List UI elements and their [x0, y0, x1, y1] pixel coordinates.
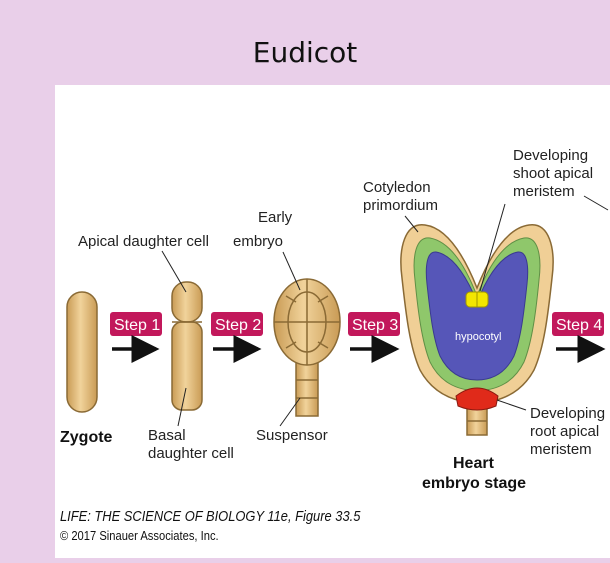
- root-meristem-label-3: meristem: [530, 441, 592, 458]
- heart-stage-label-1: Heart: [453, 455, 495, 472]
- cotyledon-label-2: primordium: [363, 197, 438, 214]
- embryo-development-diagram: Zygote Step 1 Apical daughter cell Basal…: [60, 147, 609, 492]
- suspensor-label: Suspensor: [256, 427, 328, 444]
- apical-daughter-pointer: [161, 250, 187, 293]
- root-meristem-label-1: Developing: [530, 405, 605, 422]
- copyright-notice: © 2017 Sinauer Associates, Inc.: [60, 528, 219, 543]
- step-1-label: Step 1: [114, 317, 160, 334]
- step-4-label: Step 4: [556, 317, 602, 334]
- shoot-meristem-label-1: Developing: [513, 147, 588, 164]
- figure-credit: LIFE: THE SCIENCE OF BIOLOGY 11e, Figure…: [60, 508, 361, 525]
- cotyledon-pointer: [404, 215, 419, 233]
- step-3-label: Step 3: [352, 317, 398, 334]
- root-meristem-label-2: root apical: [530, 423, 599, 440]
- zygote-cell: [66, 291, 98, 413]
- two-cell-embryo: [171, 281, 203, 411]
- step-1-badge: [110, 312, 162, 336]
- basal-daughter-label-2: daughter cell: [148, 445, 234, 462]
- step-3-badge: [348, 312, 400, 336]
- shoot-meristem-label-3: meristem: [513, 183, 575, 200]
- root-meristem-pointer: [496, 399, 527, 411]
- apical-daughter-label: Apical daughter cell: [78, 233, 209, 250]
- hypocotyl-label: hypocotyl: [455, 331, 501, 343]
- cotyledon-label-1: Cotyledon: [363, 179, 431, 196]
- step-4-badge: [552, 312, 604, 336]
- early-embryo-label-1: Early: [258, 209, 293, 226]
- early-embryo: [273, 278, 341, 417]
- early-embryo-pointer: [282, 251, 301, 291]
- step-2-label: Step 2: [215, 317, 261, 334]
- shoot-meristem-pointer-continuation: [583, 195, 609, 211]
- early-embryo-label-2: embryo: [233, 233, 283, 250]
- heart-stage-label-2: embryo stage: [422, 475, 526, 492]
- diagram-title: Eudicot: [252, 36, 358, 69]
- suspensor-pointer: [279, 397, 301, 427]
- step-2-badge: [211, 312, 263, 336]
- diagram-panel: Zygote Step 1 Apical daughter cell Basal…: [55, 85, 610, 558]
- basal-daughter-pointer: [177, 387, 187, 427]
- basal-daughter-label-1: Basal: [148, 427, 186, 444]
- shoot-meristem-label-2: shoot apical: [513, 165, 593, 182]
- shoot-meristem-pointer: [479, 203, 506, 292]
- heart-stage-embryo: [400, 224, 554, 436]
- zygote-label: Zygote: [60, 429, 113, 446]
